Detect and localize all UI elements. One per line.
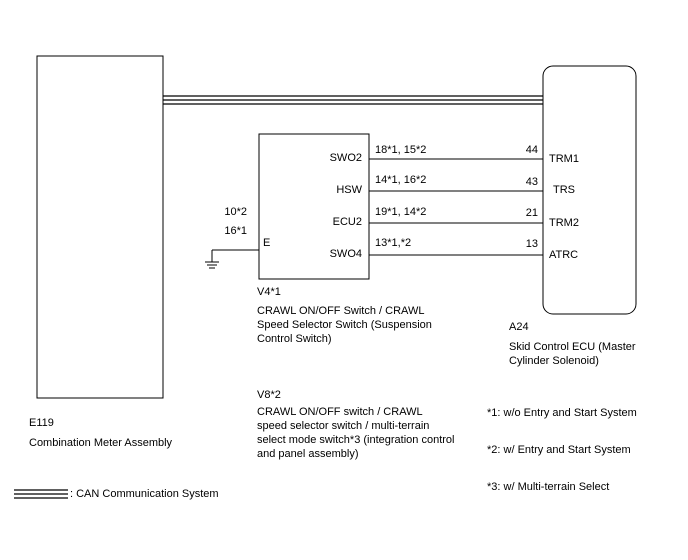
pin-ecu2: ECU2 [332,216,362,228]
can-bus [163,95,543,105]
legend-label: : CAN Communication System [70,488,219,500]
footnote: *2: w/ Entry and Start System [487,444,631,456]
switch-v4-name-line: Speed Selector Switch (Suspension [257,319,432,331]
wire-ecu-pin: 44 [525,144,538,156]
switch-v8-name-line: and panel assembly) [257,448,359,460]
ecu-terminal-trs: TRS [553,184,575,196]
ecu-terminal-atrc: ATRC [549,249,579,261]
wire-switch-pins: 14*1, 16*2 [375,174,427,186]
wire-switch-pins: 18*1, 15*2 [375,144,427,156]
switch-v8-name-line: select mode switch*3 (integration contro… [257,434,455,446]
footnote: *3: w/ Multi-terrain Select [487,481,610,493]
ecu-name-line: Cylinder Solenoid) [509,355,599,367]
ecu-terminal-trm1: TRM1 [549,153,579,165]
pin-e: E [263,237,271,249]
wire-ecu-pin: 21 [525,207,538,219]
ecu-box [542,65,637,315]
switch-box [258,133,370,280]
switch-v4-name-line: CRAWL ON/OFF Switch / CRAWL [257,305,425,317]
e-pin-upper: 10*2 [224,206,247,218]
ecu-name-line: Skid Control ECU (Master [509,341,636,353]
wire-ecu-pin: 43 [525,176,538,188]
legend-can-line [14,489,68,499]
meter-name: Combination Meter Assembly [29,437,173,449]
switch-v4-name-line: Control Switch) [257,333,332,345]
wire-switch-pins: 19*1, 14*2 [375,206,427,218]
switch-v8-code: V8*2 [257,389,281,401]
meter-box [36,55,164,399]
footnote: *1: w/o Entry and Start System [487,407,637,419]
wire-ecu-pin: 13 [525,238,538,250]
pin-swo4: SWO4 [329,248,362,260]
switch-v8-name-line: speed selector switch / multi-terrain [257,420,430,432]
meter-code: E119 [29,417,54,429]
pin-swo2: SWO2 [329,152,362,164]
ecu-code: A24 [509,321,529,333]
wire-switch-pins: 13*1,*2 [375,237,412,249]
ecu-terminal-trm2: TRM2 [549,217,579,229]
e-pin-lower: 16*1 [224,225,247,237]
switch-v8-name-line: CRAWL ON/OFF switch / CRAWL [257,406,423,418]
switch-v4-code: V4*1 [257,286,281,298]
ground-symbol [205,249,259,269]
pin-hsw: HSW [336,184,362,196]
